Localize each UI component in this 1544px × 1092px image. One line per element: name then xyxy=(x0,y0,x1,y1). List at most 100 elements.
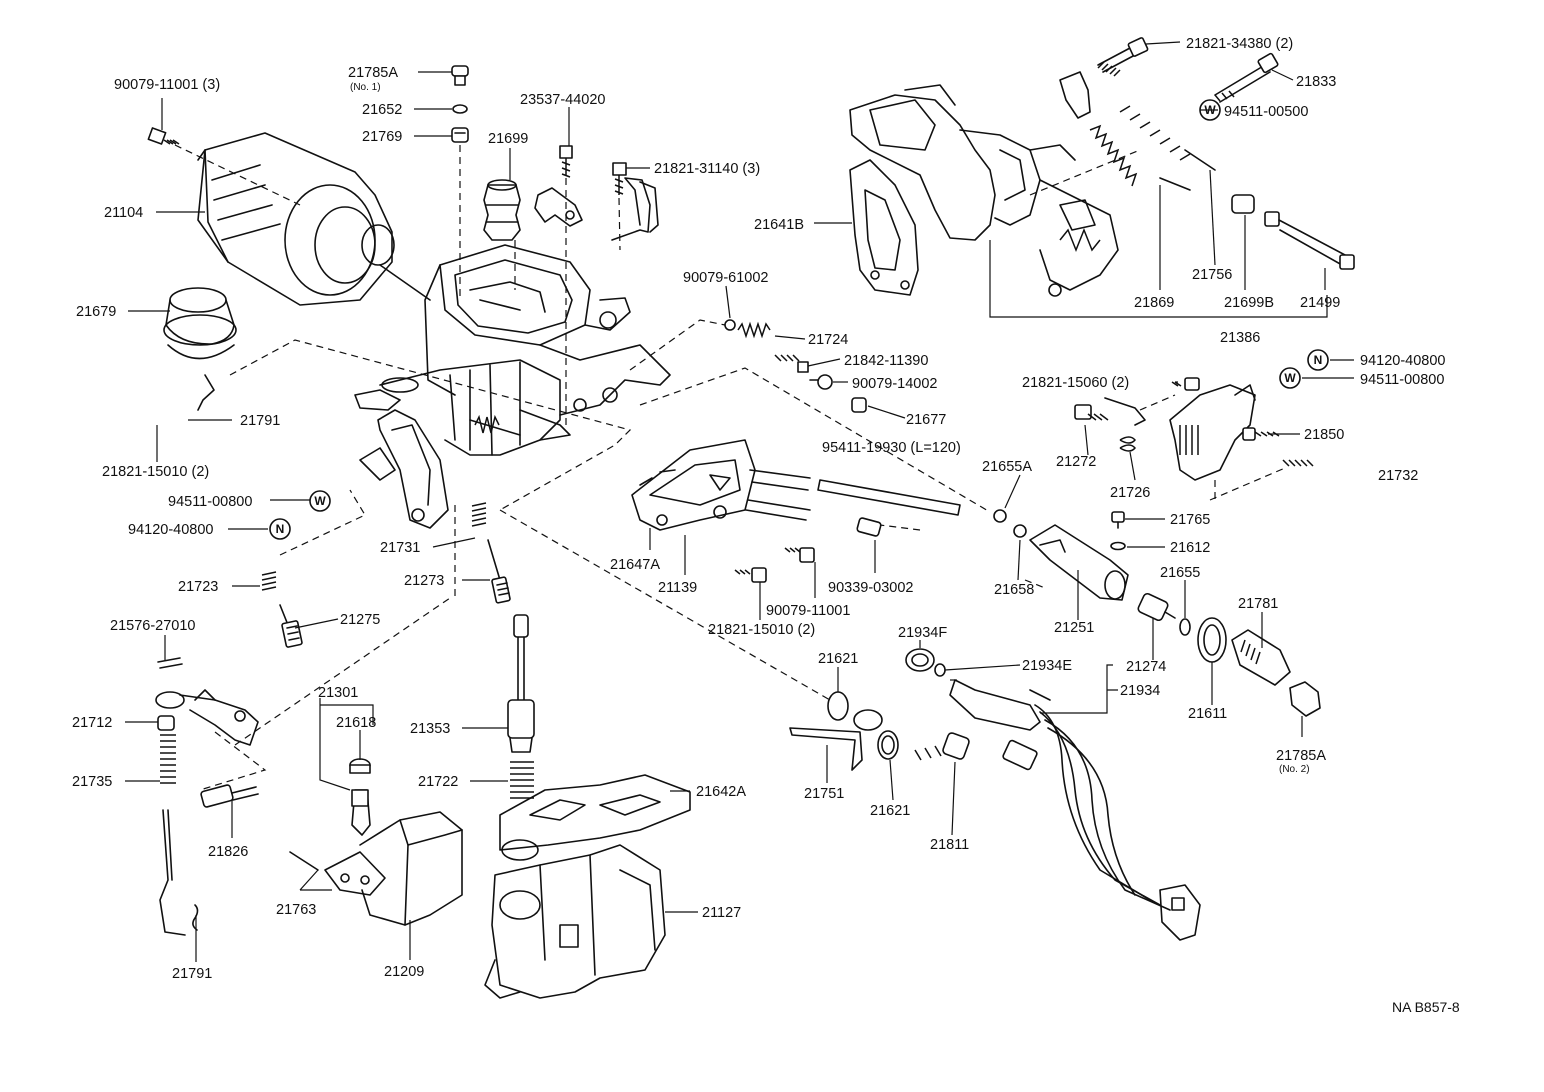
callout-21769: 21769 xyxy=(362,129,402,145)
callout-90079-61002: 90079-61002 xyxy=(683,270,768,286)
bolt-21833 xyxy=(1214,52,1279,103)
float-bowl-21127 xyxy=(484,844,666,999)
callout-21821-15010-2-a: 21821-15010 (2) xyxy=(102,464,209,480)
callout-90079-14002: 90079-14002 xyxy=(852,376,937,392)
callout-21722: 21722 xyxy=(418,774,458,790)
callout-94511-00500: 94511-00500 xyxy=(1224,104,1308,120)
screw-21821-15010-b xyxy=(734,567,767,583)
callout-21655: 21655 xyxy=(1160,565,1200,581)
callout-21934E: 21934E xyxy=(1022,658,1072,674)
callout-21655A: 21655A xyxy=(982,459,1032,475)
screw-21765 xyxy=(1111,511,1125,529)
callout-94120-40800-a: 94120-40800 xyxy=(128,522,213,538)
spring-21724 xyxy=(737,321,771,339)
cap-21769 xyxy=(451,127,469,143)
collar-21699B xyxy=(1231,194,1255,214)
callout-90339-03002: 90339-03002 xyxy=(828,580,913,596)
callout-21127: 21127 xyxy=(702,905,741,921)
marker-w-top-right: W xyxy=(1199,99,1221,121)
washer-21612 xyxy=(1110,541,1126,551)
carburetor-body xyxy=(354,244,671,456)
reference-code: NA B857-8 xyxy=(1392,999,1460,1015)
needle-21301 xyxy=(349,758,371,836)
pump-21353 xyxy=(507,614,535,753)
callout-21139: 21139 xyxy=(658,580,697,596)
callout-21724: 21724 xyxy=(808,332,848,348)
callout-21104: 21104 xyxy=(104,205,143,221)
spring-21869 xyxy=(1089,124,1191,191)
callout-21699B: 21699B xyxy=(1224,295,1274,311)
marker-n-left: N xyxy=(269,518,291,540)
ring-21611 xyxy=(1197,617,1227,663)
washer-21652 xyxy=(452,104,468,114)
spring-21756 xyxy=(1119,105,1216,171)
throttle-lever xyxy=(359,409,449,529)
callout-21811: 21811 xyxy=(930,837,969,853)
callout-95411-19930: 95411-19930 (L=120) xyxy=(822,440,961,456)
callout-21612: 21612 xyxy=(1170,540,1210,556)
callout-21576-27010: 21576-27010 xyxy=(110,618,195,634)
o-ring-21655 xyxy=(1179,618,1191,636)
callout-21611: 21611 xyxy=(1188,706,1227,722)
part-21104-housing xyxy=(197,132,431,306)
marker-n-letter: N xyxy=(1314,353,1323,367)
spring-21722 xyxy=(510,761,534,799)
marker-w-left: W xyxy=(309,490,331,512)
callout-21386: 21386 xyxy=(1220,330,1260,346)
callout-21641B: 21641B xyxy=(754,217,804,233)
callout-21735: 21735 xyxy=(72,774,112,790)
spring-21811 xyxy=(914,732,970,761)
callout-90079-11001-3: 90079-11001 (3) xyxy=(114,77,220,93)
callout-21751: 21751 xyxy=(804,786,844,802)
o-ring-21655A xyxy=(993,509,1007,523)
ring-21621-bottom xyxy=(877,730,899,760)
fitting-21274 xyxy=(1137,592,1176,622)
screw-90079-11001 xyxy=(147,127,180,145)
screw-90079-14002 xyxy=(809,374,833,390)
callout-21723: 21723 xyxy=(178,579,218,595)
callout-21731: 21731 xyxy=(380,540,420,556)
part-21679-diaphragm xyxy=(163,287,237,411)
leader-lines xyxy=(125,41,1354,962)
throttle-link-assembly xyxy=(155,657,259,936)
callout-21272: 21272 xyxy=(1056,454,1096,470)
callout-90079-11001: 90079-11001 xyxy=(766,603,850,619)
marker-n-right: N xyxy=(1307,349,1329,371)
callout-21621-b: 21621 xyxy=(870,803,910,819)
callout-21677: 21677 xyxy=(906,412,946,428)
callout-21275: 21275 xyxy=(340,612,380,628)
marker-w-letter: W xyxy=(1284,371,1296,385)
callout-21273: 21273 xyxy=(404,573,444,589)
callout-21726: 21726 xyxy=(1110,485,1150,501)
part-21699-cap xyxy=(483,179,521,241)
bracket-23537 xyxy=(534,145,583,227)
callout-23537-44020: 23537-44020 xyxy=(520,92,605,108)
callout-21781: 21781 xyxy=(1238,596,1278,612)
callout-21712: 21712 xyxy=(72,715,112,731)
screw-21842-11390 xyxy=(774,354,809,373)
o-ring-21658 xyxy=(1013,524,1027,538)
part-21677 xyxy=(851,397,867,413)
lever-assembly-right xyxy=(1074,377,1314,481)
solenoid-21934 xyxy=(934,663,1201,941)
callout-21850: 21850 xyxy=(1304,427,1344,443)
float-21209 xyxy=(289,811,463,926)
assembly-dashed-lines xyxy=(174,144,1286,791)
part-90339-03002 xyxy=(856,517,882,537)
choke-assembly-21386 xyxy=(849,84,1119,297)
bolt-21821-34380 xyxy=(1097,37,1149,77)
callout-21756: 21756 xyxy=(1192,267,1232,283)
screw-21275 xyxy=(279,604,303,648)
callout-94511-00800-b: 94511-00800 xyxy=(1360,372,1444,388)
callout-21821-34380-2: 21821-34380 (2) xyxy=(1186,36,1293,52)
ring-21621-top xyxy=(827,691,849,721)
cover-21647A xyxy=(631,439,811,531)
pin-21499 xyxy=(1264,211,1355,270)
marker-w-letter: W xyxy=(314,494,326,508)
marker-w-letter: W xyxy=(1204,103,1216,117)
ring-21934F xyxy=(905,648,935,672)
callout-94511-00800-a: 94511-00800 xyxy=(168,494,252,510)
callout-21826: 21826 xyxy=(208,844,248,860)
valve-21751 xyxy=(789,709,883,771)
